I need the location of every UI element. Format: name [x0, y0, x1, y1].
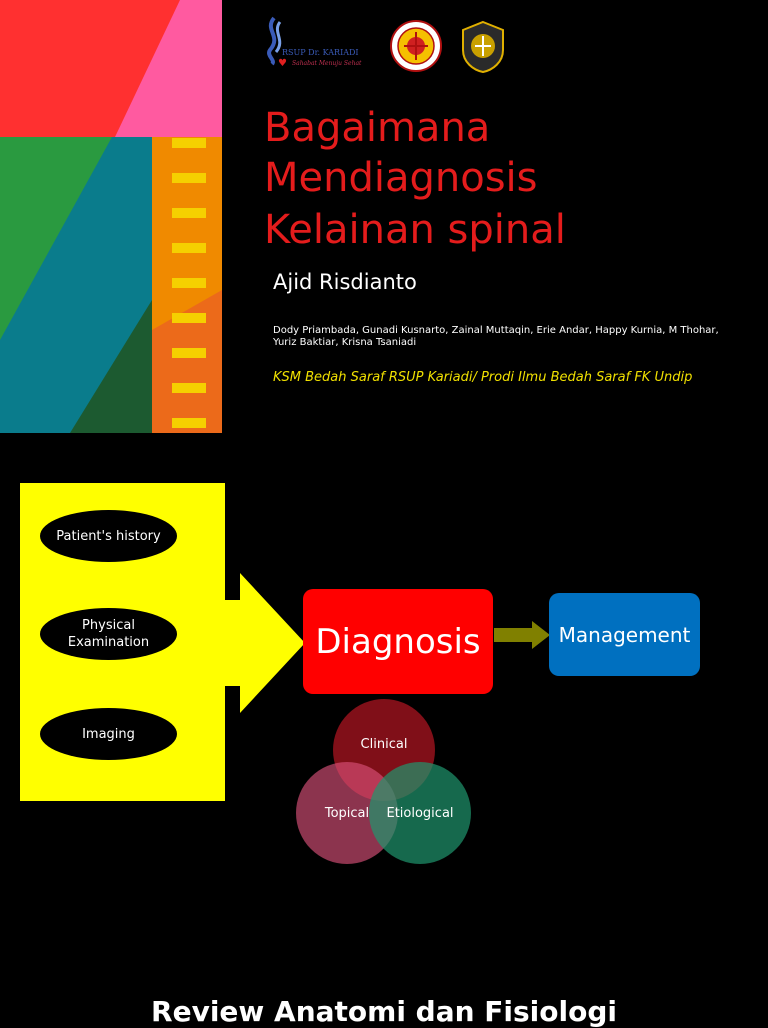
association-seal-logo — [390, 20, 442, 72]
venn-topical-label: Topical — [324, 805, 370, 821]
decorative-color-blocks — [0, 0, 222, 433]
diagnostic-inputs-box: Patient's history Physical Examination I… — [20, 483, 225, 801]
rsup-kariadi-logo: RSUP Dr. KARIADI ♥ Sahabat Menuju Sehat — [262, 16, 372, 72]
rsup-logo-text: RSUP Dr. KARIADI — [282, 48, 359, 57]
arrow-right-icon — [494, 621, 550, 649]
big-arrow-right-icon — [225, 573, 305, 713]
affiliation-text: KSM Bedah Saraf RSUP Kariadi/ Prodi Ilmu… — [273, 370, 693, 385]
heart-icon: ♥ — [278, 58, 287, 69]
venn-clinical-label: Clinical — [360, 736, 408, 752]
author-name: Ajid Risdianto — [273, 270, 417, 294]
title-line-3: Kelainan spinal — [264, 207, 566, 253]
diagnosis-box: Diagnosis — [303, 589, 493, 694]
physical-examination-pill: Physical Examination — [40, 608, 177, 660]
title-line-2: Mendiagnosis — [264, 155, 538, 201]
patient-history-pill: Patient's history — [40, 510, 177, 562]
university-seal-logo — [462, 20, 504, 74]
rsup-logo-tagline: Sahabat Menuju Sehat — [292, 60, 362, 67]
venn-etiological-label: Etiological — [386, 805, 454, 821]
title-slide: RSUP Dr. KARIADI ♥ Sahabat Menuju Sehat … — [0, 0, 768, 433]
slide3-title: Review Anatomi dan Fisiologi — [151, 995, 617, 1028]
imaging-pill: Imaging — [40, 708, 177, 760]
diagnosis-flow-slide: Patient's history Physical Examination I… — [0, 433, 768, 1024]
management-box: Management — [549, 593, 700, 676]
title-line-1: Bagaimana — [264, 105, 491, 151]
coauthors-list: Dody Priambada, Gunadi Kusnarto, Zainal … — [273, 325, 719, 348]
venn-etiological: Etiological — [369, 762, 471, 864]
